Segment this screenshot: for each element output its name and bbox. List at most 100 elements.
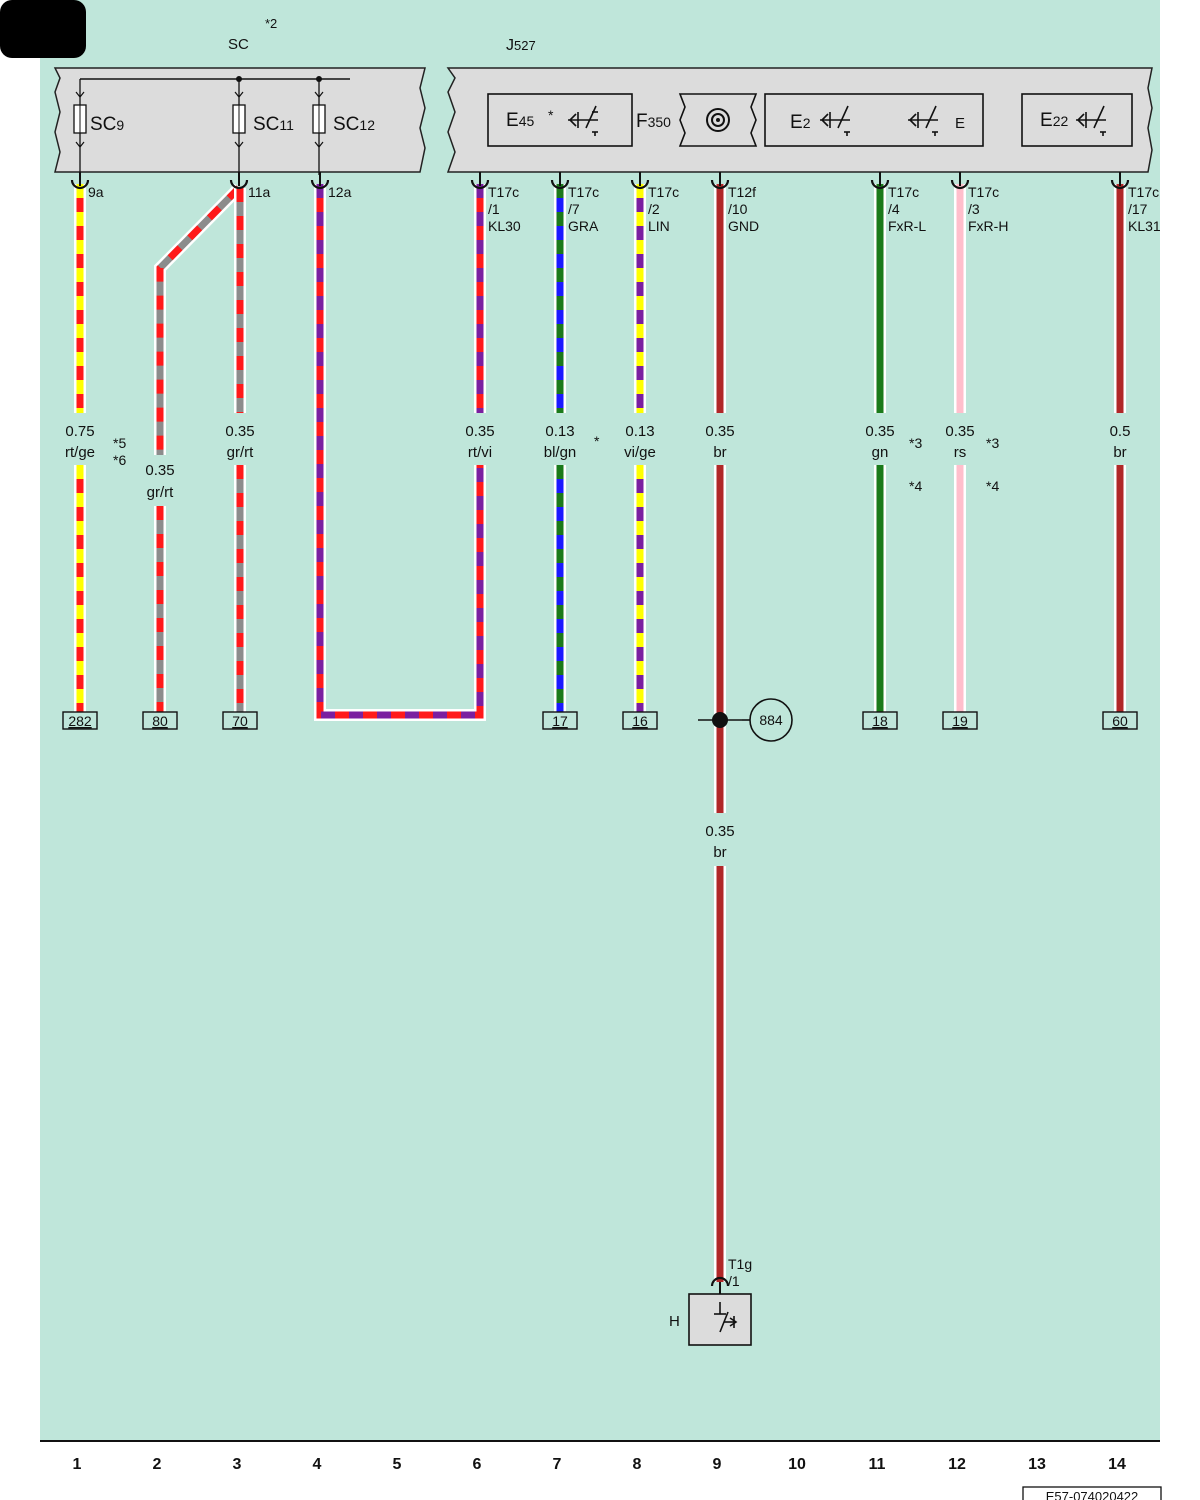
track-number: 13 [1028,1456,1046,1473]
footnote: *4 [986,478,999,494]
footnote: *3 [909,435,922,451]
svg-text:E2: E2 [790,112,811,133]
fuse-label: SC [253,114,279,135]
wire-color: br [713,444,726,461]
svg-text:*: * [548,107,554,123]
wire-color: gr/rt [227,444,255,461]
footnote: *3 [986,435,999,451]
track-number: 10 [788,1456,806,1473]
reference-box: 80 [142,711,178,730]
pin-socket [70,172,90,190]
track-number: 14 [1108,1456,1126,1473]
wire-size: 0.13 [625,423,654,440]
wire-color: gn [872,444,889,461]
connector-label: T17c [568,184,599,200]
track-number: 11 [869,1456,886,1473]
connector-label: /2 [648,201,660,217]
connector-label: T12f [728,184,756,200]
track-number: 1 [73,1456,82,1473]
track-number: 6 [473,1456,482,1473]
reference-number: 18 [872,713,888,729]
switch-icon [820,105,850,136]
horn-h: H [669,1293,752,1346]
reference-number: 60 [1112,713,1128,729]
connector-label: /7 [568,201,580,217]
reference-box: 60 [1102,711,1138,730]
connector-label: T17c [1128,184,1159,200]
connector-label: T17c [968,184,999,200]
reference-number: 282 [68,713,92,729]
wire-size: 0.35 [705,423,734,440]
page-corner-tab [0,0,86,58]
fuse-label-sub: 11 [279,117,294,133]
wire-size: 0.35 [145,462,174,479]
pin-label: 9a [88,184,104,200]
reference-number: 70 [232,713,248,729]
svg-text:H: H [669,1313,680,1330]
footnotes: *5 *6 * *3 *4 *3 *4 [113,433,999,494]
wire-color: bl/gn [544,444,577,461]
wire-size: 0.35 [465,423,494,440]
footer-code-box: E57-074020422 [1022,1486,1162,1500]
wires-layer [74,183,1126,1282]
clock-spring-icon [706,108,730,132]
pin-socket [1110,172,1130,190]
connector-label: GND [728,218,759,234]
j527-title: J527 [506,37,536,54]
footnote: *5 [113,435,126,451]
connector-label: LIN [648,218,670,234]
reference-box: 70 [222,711,258,730]
reference-box: 19 [942,711,978,730]
reference-box: 16 [622,711,658,730]
wire-rt-vi [314,184,486,721]
connector-labels: T17c /1 KL30 T17c /7 GRA T17c /2 LIN T12… [488,184,1161,234]
svg-text:884: 884 [759,712,783,728]
wire-size: 0.75 [65,423,94,440]
fuse-sc11: SC11 [232,79,294,175]
reference-box: 282 [62,711,98,730]
e2-switch: E2 E [764,93,984,147]
svg-text:SC12: SC12 [333,114,375,135]
svg-text:SC11: SC11 [253,114,294,135]
fuse-label-sub: 12 [359,117,375,133]
wire-size: 0.35 [705,823,734,840]
pin-socket [550,172,570,190]
pins-layer [70,172,1130,1294]
svg-text:SC9: SC9 [90,114,124,135]
switch-icon [1076,105,1106,136]
connector-label: /3 [968,201,980,217]
svg-text:E45: E45 [506,110,534,131]
wire-size: 0.35 [865,423,894,440]
pin-label: 12a [328,184,352,200]
wire-gr-rt [154,183,244,455]
f350-label: F350 [636,111,671,132]
connector-label: T17c [648,184,679,200]
connector-label: /10 [728,201,748,217]
track-number: 3 [233,1456,242,1473]
pin-socket [470,172,490,190]
track-number: 5 [393,1456,402,1473]
fuse-label-sub: 9 [116,117,124,133]
wire-color: br [713,844,726,861]
pin-socket [229,172,249,190]
wire-color: rs [954,444,967,461]
wire-labels: 0.75 rt/ge 0.35 gr/rt 0.35 gr/rt 0.35 rt… [65,423,1130,861]
connector-label: FxR-H [968,218,1008,234]
switch-icon [908,105,938,136]
footnote: * [594,433,600,449]
pin-socket [950,172,970,190]
reference-boxes: 282 80 70 17 16 18 19 60 [62,711,1138,730]
connector-label: T17c [888,184,919,200]
wire-size: 0.35 [945,423,974,440]
connector-label: /1 [728,1273,740,1289]
track-number: 12 [948,1456,966,1473]
fuse-sc9: SC9 [73,79,124,175]
footer-code: E57-074020422 [1046,1489,1139,1500]
reference-number: 17 [552,713,568,729]
reference-number: 19 [952,713,968,729]
fuse-label: SC [333,114,359,135]
connector-label: /17 [1128,201,1148,217]
connector-label: KL30 [488,218,521,234]
track-number: 7 [553,1456,562,1473]
